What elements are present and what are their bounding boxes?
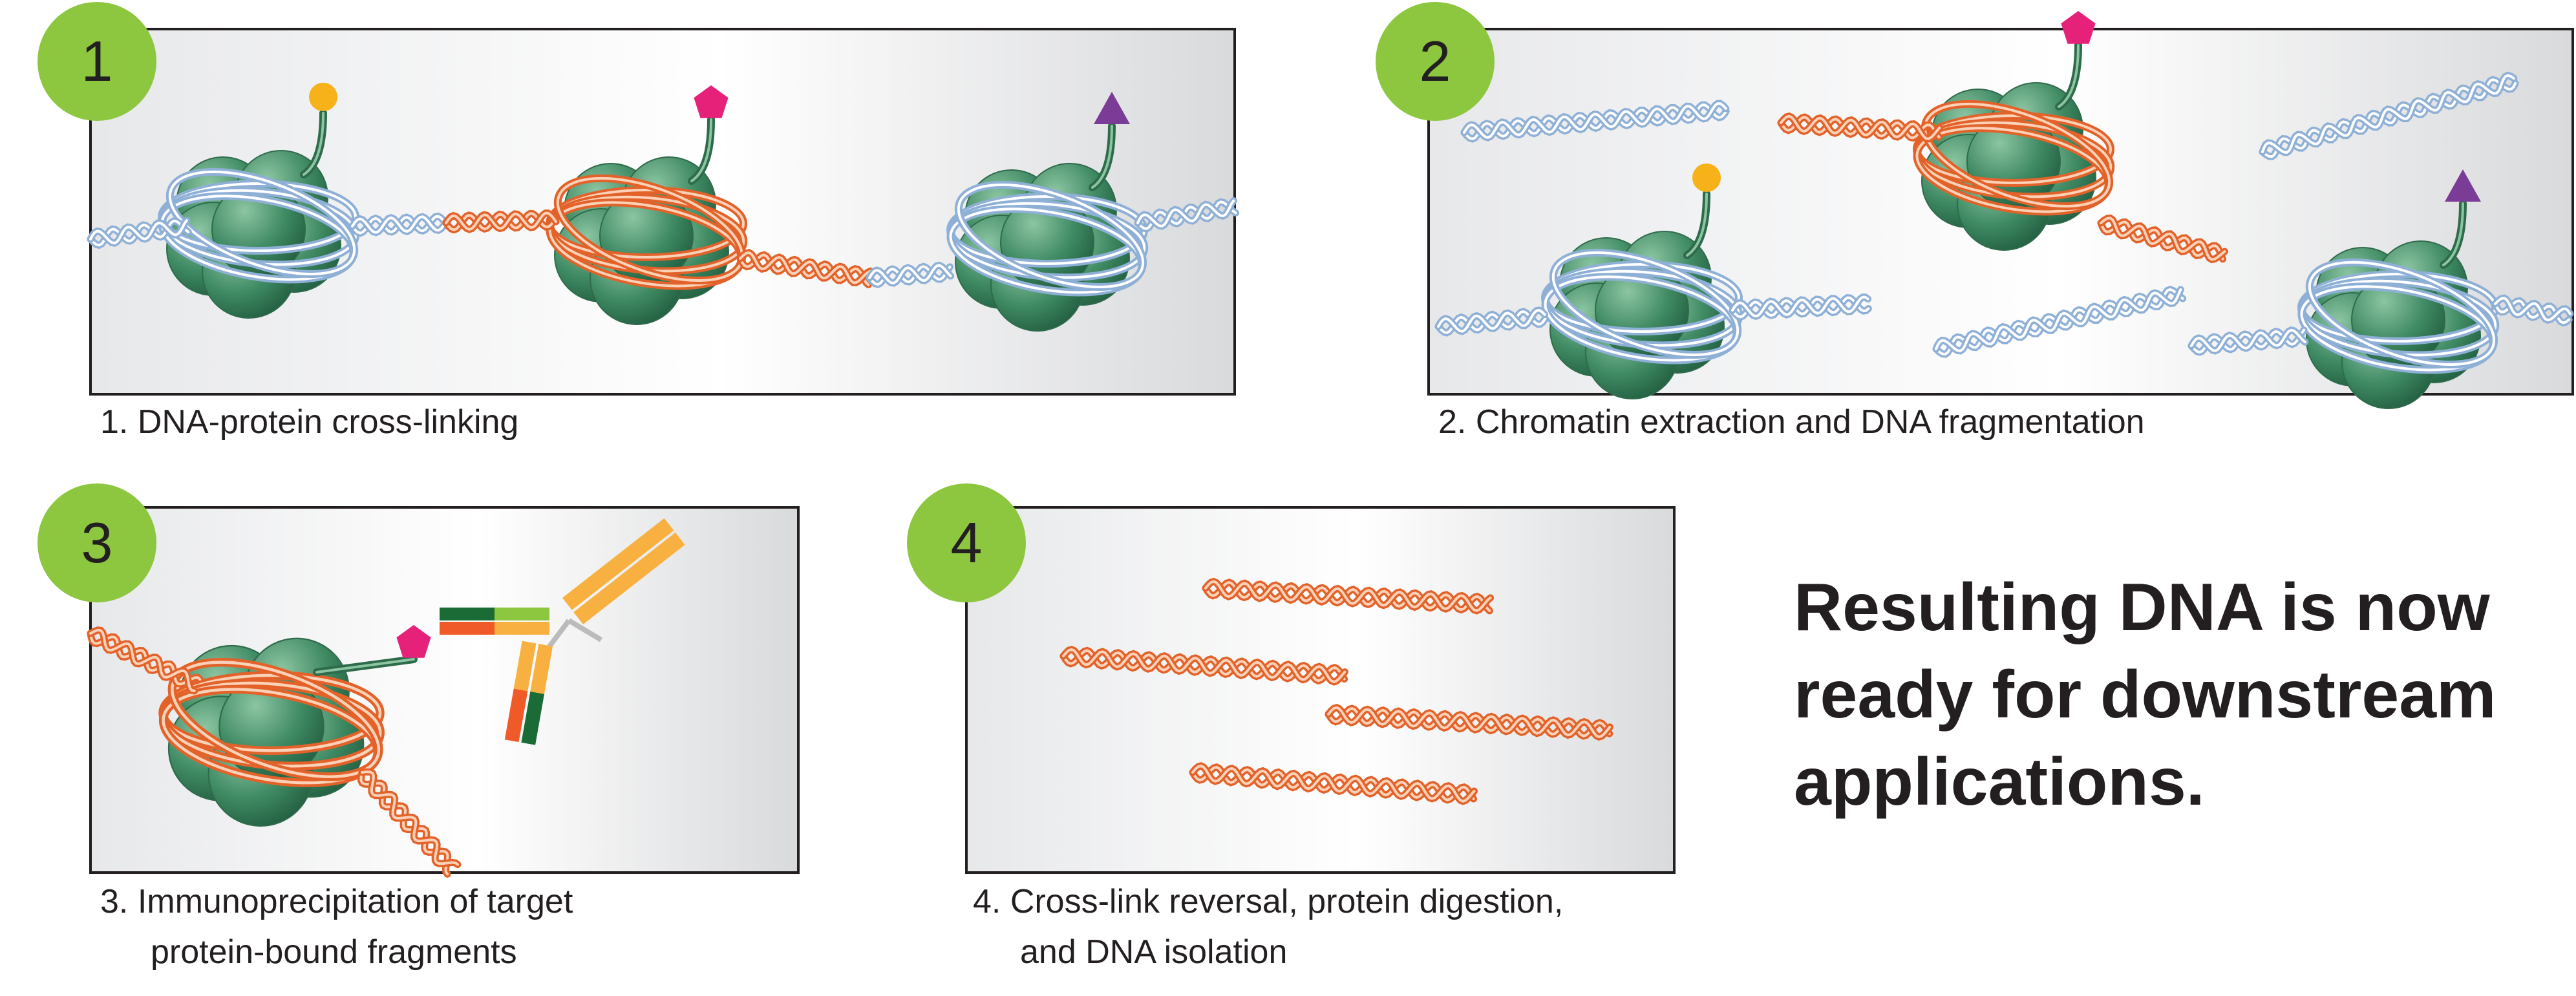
dna-helix: [442, 209, 560, 234]
result-line-3: applications.: [1794, 745, 2205, 820]
step-badge-2: 2: [1376, 2, 1495, 121]
histone-tail: [1089, 122, 1116, 191]
histone-octamer-icon: [158, 637, 385, 827]
triangle-tag-icon: [1094, 92, 1130, 124]
step-4-caption-line-1: 4. Cross-link reversal, protein digestio…: [973, 883, 1563, 920]
panel-2-content: [1434, 11, 2574, 409]
dna-helix: [1460, 100, 1730, 143]
panel-4-content: [1059, 577, 1613, 805]
step-badge-1: 1: [37, 2, 156, 121]
result-line-1: Resulting DNA is now: [1794, 570, 2491, 645]
histone-tail: [300, 109, 327, 178]
step-3-caption-line-1: 3. Immunoprecipitation of target: [100, 883, 573, 920]
step-1-caption: 1. DNA-protein cross-linking: [100, 403, 518, 441]
nucleosome-1c: [946, 92, 1149, 332]
dna-helix: [1325, 703, 1613, 741]
dna-helix: [2491, 294, 2574, 327]
dna-helix: [1134, 197, 1240, 233]
histone-tail: [2055, 41, 2082, 111]
dna-helix: [1202, 577, 1495, 615]
histone-octamer-icon: [1541, 231, 1743, 399]
nucleosome-3: [158, 625, 431, 827]
step-badge-3: 3: [37, 483, 156, 602]
dna-helix: [1729, 293, 1872, 321]
circle-tag-icon: [1692, 164, 1721, 192]
dna-helix: [87, 626, 204, 695]
nucleosome-2c: [2297, 169, 2500, 409]
panel-4-frame: [965, 506, 1676, 874]
dna-helix: [2259, 71, 2519, 160]
dna-helix: [357, 768, 462, 878]
histone-tail: [2440, 200, 2467, 269]
antibody: [440, 518, 685, 745]
panel-1-content: [87, 83, 1240, 332]
dna-helix: [348, 212, 450, 237]
result-line-2: ready for downstream: [1794, 657, 2496, 732]
step-number-2: 2: [1420, 29, 1451, 93]
step-3-caption-line-2: protein-bound fragments: [151, 933, 517, 971]
step-4-caption-line-2: and DNA isolation: [1020, 933, 1287, 971]
pentagon-tag-icon: [694, 85, 729, 118]
dna-helix: [1434, 306, 1549, 337]
histone-tail: [688, 116, 715, 185]
step-2-caption: 2. Chromatin extraction and DNA fragment…: [1438, 403, 2145, 441]
step-number-3: 3: [81, 511, 113, 575]
dna-helix: [2097, 214, 2228, 264]
step-number-1: 1: [81, 29, 113, 93]
dna-helix: [866, 261, 955, 288]
histone-tail: [1683, 190, 1710, 259]
panel-3-content: [87, 518, 685, 878]
dna-helix: [1932, 286, 2187, 358]
pentagon-tag-icon: [2061, 11, 2096, 44]
histone-octamer-icon: [1913, 82, 2115, 251]
step-badge-4: 4: [907, 483, 1026, 602]
dna-helix: [2187, 326, 2309, 356]
histone-octamer-icon: [546, 156, 748, 325]
dna-helix: [87, 217, 192, 249]
dna-helix: [1059, 646, 1348, 686]
nucleosome-1b: [546, 85, 748, 325]
histone-octamer-icon: [2297, 240, 2500, 409]
circle-tag-icon: [309, 83, 337, 111]
dna-helix: [1189, 762, 1478, 805]
pentagon-tag-icon: [396, 625, 431, 658]
histone-octamer-icon: [946, 163, 1149, 332]
dna-helix: [736, 249, 875, 289]
triangle-tag-icon: [2445, 169, 2481, 202]
step-number-4: 4: [951, 511, 983, 575]
dna-helix: [1777, 112, 1943, 143]
nucleosome-2a: [1541, 164, 1743, 399]
nucleosome-2b: [1913, 11, 2115, 251]
histone-tail: [313, 655, 418, 676]
